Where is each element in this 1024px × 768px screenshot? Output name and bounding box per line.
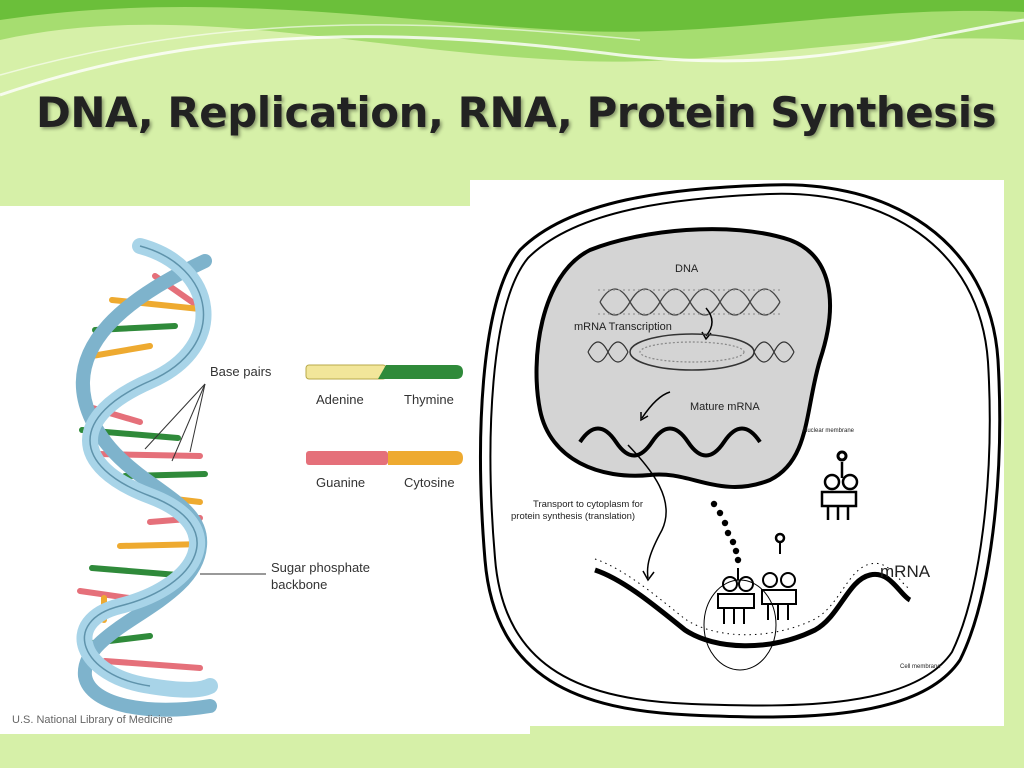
trna-molecule [820, 450, 859, 520]
mrna-transcription-label: mRNA Transcription [574, 321, 672, 333]
peptide-chain [710, 500, 742, 564]
transport-label-line1: Transport to cytoplasm for [533, 499, 643, 510]
thymine-label: Thymine [404, 392, 454, 407]
transport-label-line2: protein synthesis (translation) [511, 511, 635, 522]
backbone-label-line2: backbone [271, 577, 327, 592]
ribosome [703, 532, 797, 671]
cytoplasm-mrna-strand [594, 567, 912, 649]
base-pairs-label: Base pairs [210, 364, 272, 379]
cytosine-label: Cytosine [404, 475, 455, 490]
image-credit: U.S. National Library of Medicine [12, 714, 173, 726]
guanine-cytosine-pair: Guanine Cytosine [306, 451, 463, 490]
protein-synthesis-figure: DNA mRNA Transcription Mature mRNA Nucle… [470, 180, 1004, 726]
dna-label: DNA [675, 263, 699, 275]
adenine-thymine-pair: Adenine Thymine [305, 364, 463, 407]
cell-membrane [479, 183, 1002, 719]
dna-structure-figure: Base pairs Adenine Thymine Guanine Cytos… [0, 206, 530, 734]
mature-mrna-strand [578, 426, 762, 458]
transcription-bubble [587, 333, 795, 371]
nuclear-dna-helix [598, 288, 782, 316]
rung [89, 343, 153, 359]
guanine-label: Guanine [316, 475, 365, 490]
slide-title: DNA, Replication, RNA, Protein Synthesis [36, 88, 997, 137]
mrna-label: mRNA [880, 562, 931, 581]
cell-membrane-label: Cell membrane [900, 664, 941, 670]
adenine-label: Adenine [316, 392, 364, 407]
rung [102, 658, 203, 671]
backbone-label-line1: Sugar phosphate [271, 560, 370, 575]
mature-mrna-label: Mature mRNA [690, 401, 760, 413]
nuclear-membrane-label: Nuclear membrane [803, 428, 855, 434]
